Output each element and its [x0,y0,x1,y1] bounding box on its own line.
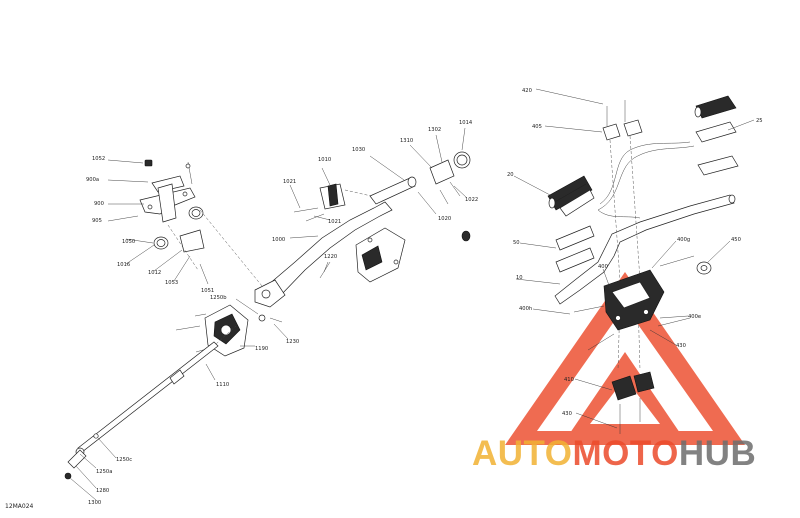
clamp-1310 [429,159,455,185]
label-400e: 400e [688,314,701,320]
left-assembly [64,127,471,501]
label-10: 10 [516,275,523,281]
diagram-id-label: 12MA024 [5,503,34,510]
label-1010: 1010 [318,157,331,163]
left-assembly-labels: 1052 900a 900 905 1050 1016 1012 1053 10… [86,120,478,506]
label-1230: 1230 [286,339,299,345]
label-1190: 1190 [255,346,268,352]
label-1250a: 1250a [96,469,112,475]
clamp-405 [602,123,621,141]
label-400h: 400h [519,306,532,312]
label-1250b: 1250b [210,295,227,301]
tube-1030 [369,177,416,205]
spacer-block [157,183,177,223]
watermark-auto: AUTO [472,434,573,473]
label-1052: 1052 [92,156,105,162]
label-450: 450 [731,237,741,243]
label-405: 405 [532,124,542,130]
label-410: 410 [564,377,574,383]
label-1051: 1051 [201,288,214,294]
handlebar-10 [554,194,735,305]
label-50: 50 [513,240,520,246]
grip-25 [695,95,737,119]
watermark-moto: MOTO [572,434,679,473]
label-20: 20 [507,172,514,178]
label-1022: 1022 [465,197,478,203]
label-1021-a: 1021 [283,179,296,185]
watermark-hub: HUB [678,434,757,473]
shift-rod-1110 [77,341,219,453]
label-1053: 1053 [165,280,178,286]
label-1220: 1220 [324,254,337,260]
label-420: 420 [522,88,532,94]
label-25: 25 [756,118,763,124]
label-1280: 1280 [96,488,109,494]
label-1310: 1310 [400,138,413,144]
label-905: 905 [92,218,102,224]
label-1250c: 1250c [116,457,132,463]
label-1030: 1030 [352,147,365,153]
label-1016: 1016 [117,262,130,268]
label-900: 900 [94,201,104,207]
label-1012: 1012 [148,270,161,276]
label-430-upper: 430 [676,343,686,349]
label-400: 400 [598,264,608,270]
label-1000: 1000 [272,237,285,243]
label-430: 430 [562,411,572,417]
label-1302: 1302 [428,127,441,133]
nut-1300 [64,472,72,480]
nut-1052 [144,159,153,167]
clamp-410 [611,375,637,401]
label-1021-b: 1021 [328,219,341,225]
label-1300: 1300 [88,500,101,506]
label-1014: 1014 [459,120,473,126]
label-1020: 1020 [438,216,451,222]
right-assembly [513,88,755,434]
tube-50 [555,225,595,251]
label-1110: 1110 [216,382,229,388]
shift-lever-1000 [267,201,393,297]
watermark-wordmark: AUTOMOTOHUB [472,434,756,474]
label-1050: 1050 [122,239,135,245]
watermark-triangle-logo [505,272,745,445]
washer-1250b [258,314,266,322]
label-400g: 400g [677,237,690,243]
right-assembly-labels: 420 405 25 20 50 10 400g 450 400 400h 40… [507,88,763,417]
label-900a: 900a [86,177,99,183]
clamp-1012 [179,229,205,253]
